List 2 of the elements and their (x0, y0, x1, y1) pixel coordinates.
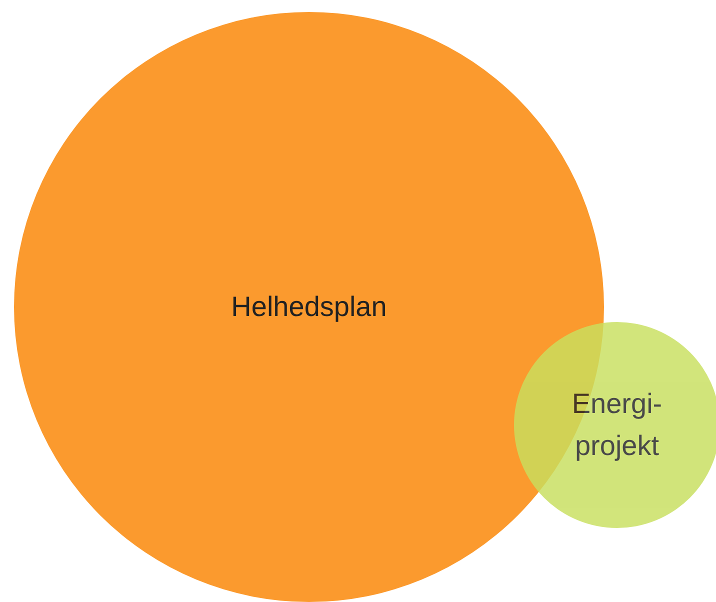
circle-label: Energi- projekt (570, 387, 664, 463)
circle-label: Helhedsplan (230, 290, 388, 324)
